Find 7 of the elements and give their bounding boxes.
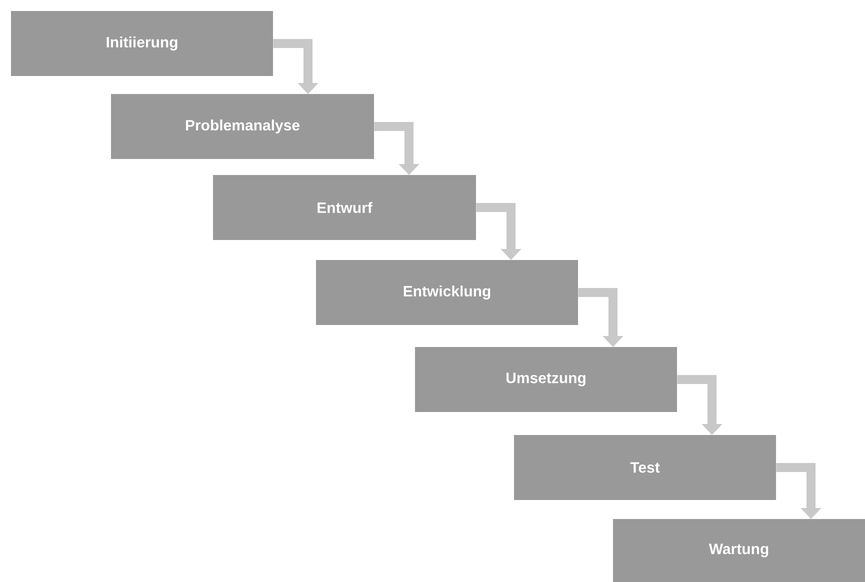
process-box: Initiierung [11,11,273,76]
process-box: Entwurf [213,175,476,240]
process-box: Test [514,435,776,500]
process-box: Problemanalyse [111,94,374,159]
process-box: Wartung [613,519,865,582]
process-box: Umsetzung [415,347,677,412]
process-box: Entwicklung [316,260,578,325]
